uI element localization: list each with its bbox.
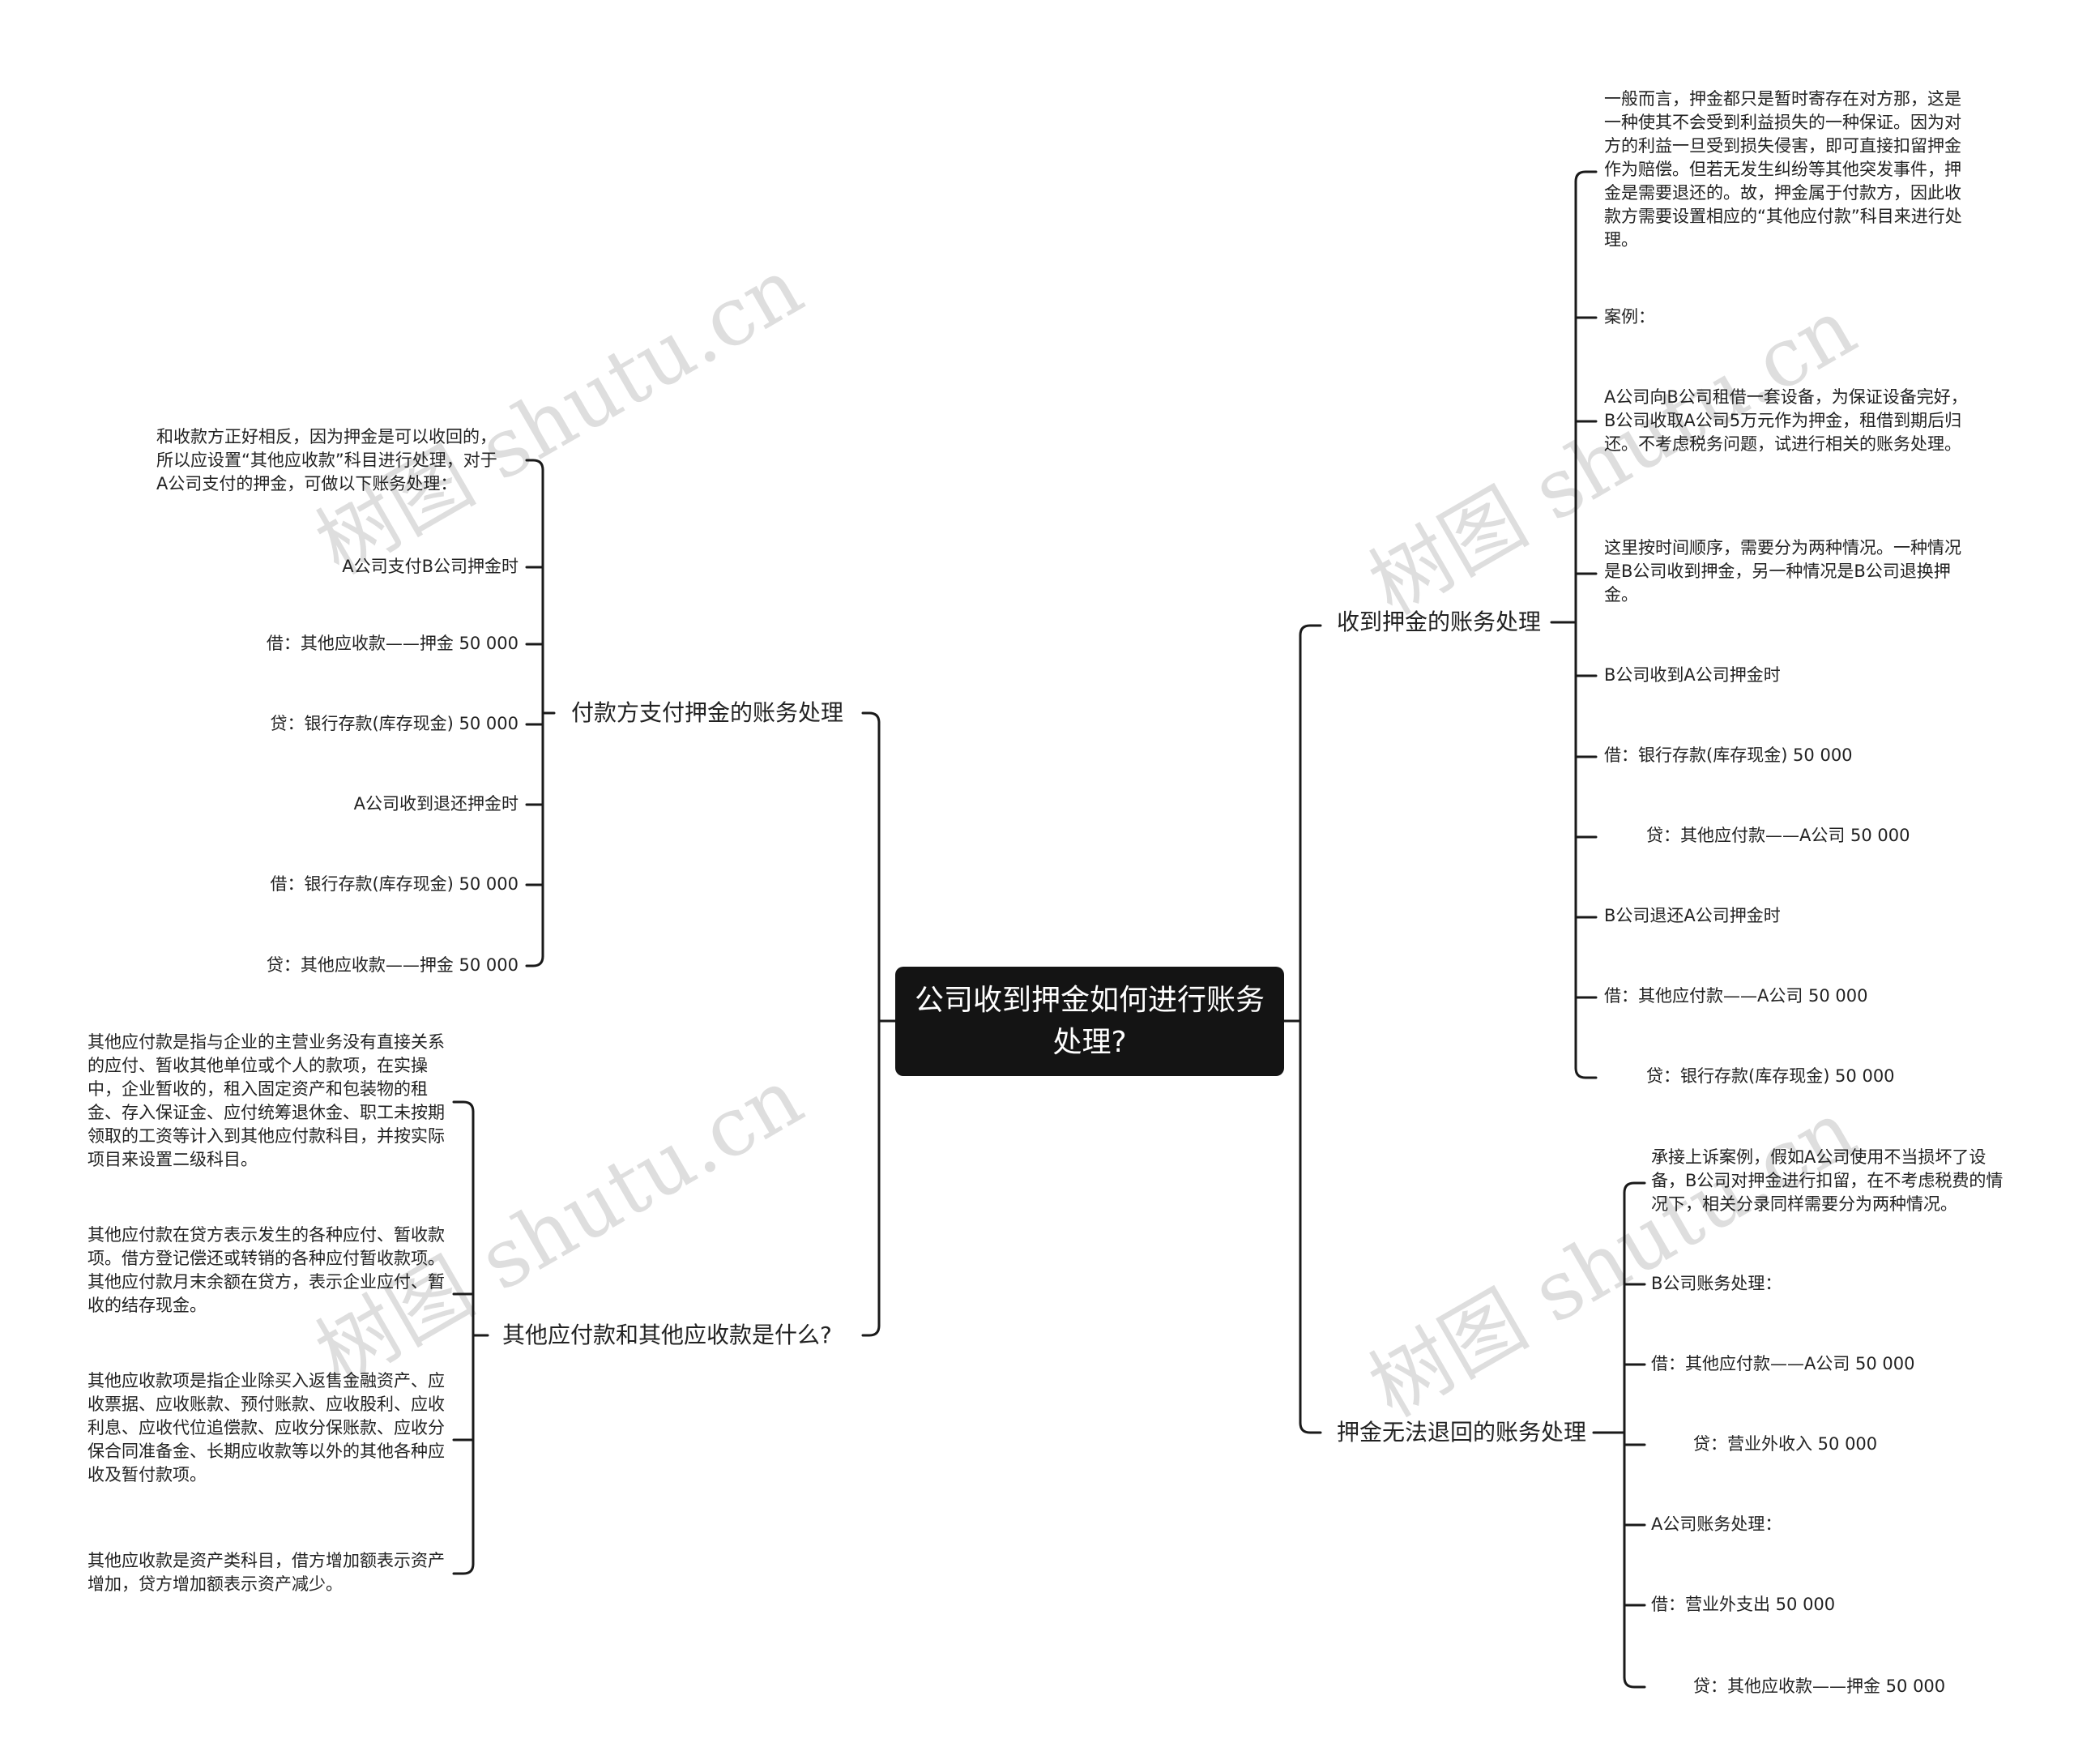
leaf-payer-item: 贷：其他应收款——押金 50 000: [266, 955, 518, 975]
leaf-receive-item: 借：银行存款(库存现金) 50 000: [1604, 745, 1853, 765]
leaf-definition-item: 其他应收款是资产类科目，借方增加额表示资产增加，贷方增加额表示资产减少。: [87, 1551, 445, 1594]
leaf-definition-item: 其他应付款是指与企业的主营业务没有直接关系的应付、暂收其他单位或个人的款项，在实…: [87, 1032, 445, 1169]
leaf-receive-item: 贷：银行存款(库存现金) 50 000: [1646, 1066, 1895, 1086]
leaf-receive-item: A公司向B公司租借一套设备，为保证设备完好，B公司收取A公司5万元作为押金，租借…: [1604, 387, 1968, 454]
branch-payer[interactable]: 付款方支付押金的账务处理: [571, 699, 844, 726]
connector: [1574, 1066, 1598, 1079]
leaf-payer-item: 借：银行存款(库存现金) 50 000: [270, 874, 518, 894]
connector: [525, 459, 544, 472]
leaf-receive-item: 贷：其他应付款——A公司 50 000: [1646, 826, 1910, 845]
leaf-forfeit-item: 承接上诉案例，假如A公司使用不当损坏了设备，B公司对押金进行扣留，在不考虑税费的…: [1651, 1147, 2004, 1214]
leaf-forfeit-item: A公司账务处理：: [1651, 1514, 1782, 1534]
branch-receive[interactable]: 收到押金的账务处理: [1337, 609, 1542, 635]
leaf-forfeit-item: 借：营业外支出 50 000: [1651, 1595, 1836, 1614]
leaf-forfeit-item: 贷：其他应收款——押金 50 000: [1693, 1676, 1946, 1696]
leaf-receive-item: 一般而言，押金都只是暂时寄存在对方那，这是一种使其不会受到利益损失的一种保证。因…: [1604, 89, 1962, 250]
connector: [1299, 1421, 1322, 1434]
leaf-definition-item: 其他应付款在贷方表示发生的各种应付、暂收款项。借方登记偿还或转销的各种应付暂收款…: [87, 1225, 445, 1315]
connector: [1623, 1181, 1646, 1194]
leaf-payer-item: A公司支付B公司押金时: [342, 557, 518, 576]
leaf-payer-intro: 和收款方正好相反，因为押金是可以收回的，所以应设置“其他应收款”科目进行处理，对…: [156, 427, 497, 493]
leaf-payer-item: 借：其他应收款——押金 50 000: [266, 634, 518, 653]
connector: [1623, 1676, 1646, 1689]
leaf-payer-item: 贷：银行存款(库存现金) 50 000: [270, 714, 518, 733]
leaf-forfeit-item: B公司账务处理：: [1651, 1274, 1782, 1293]
connector: [452, 1100, 475, 1113]
leaf-receive-item: B公司收到A公司押金时: [1604, 665, 1781, 685]
connector: [1299, 624, 1322, 637]
leaf-receive-item: 案例：: [1604, 307, 1655, 327]
leaf-receive-item: 这里按时间顺序，需要分为两种情况。一种情况是B公司收到押金，另一种情况是B公司退…: [1604, 538, 1961, 604]
connector: [861, 711, 881, 724]
leaf-forfeit-item: 贷：营业外收入 50 000: [1693, 1434, 1878, 1454]
leaf-payer-item: A公司收到退还押金时: [353, 794, 518, 814]
connector: [525, 955, 544, 967]
leaf-forfeit-item: 借：其他应付款——A公司 50 000: [1651, 1354, 1915, 1373]
branch-definition[interactable]: 其他应付款和其他应收款是什么?: [502, 1322, 832, 1348]
leaf-definition-item: 其他应收款项是指企业除买入返售金融资产、应收票据、应收账款、预付账款、应收股利、…: [87, 1371, 445, 1484]
connector: [861, 1324, 881, 1337]
branch-forfeit[interactable]: 押金无法退回的账务处理: [1337, 1419, 1587, 1446]
connector: [1574, 170, 1598, 183]
leaf-receive-item: 借：其他应付款——A公司 50 000: [1604, 986, 1868, 1006]
connector: [452, 1562, 475, 1575]
leaf-receive-item: B公司退还A公司押金时: [1604, 906, 1781, 925]
root-topic[interactable]: 公司收到押金如何进行账务处理?: [895, 967, 1284, 1076]
